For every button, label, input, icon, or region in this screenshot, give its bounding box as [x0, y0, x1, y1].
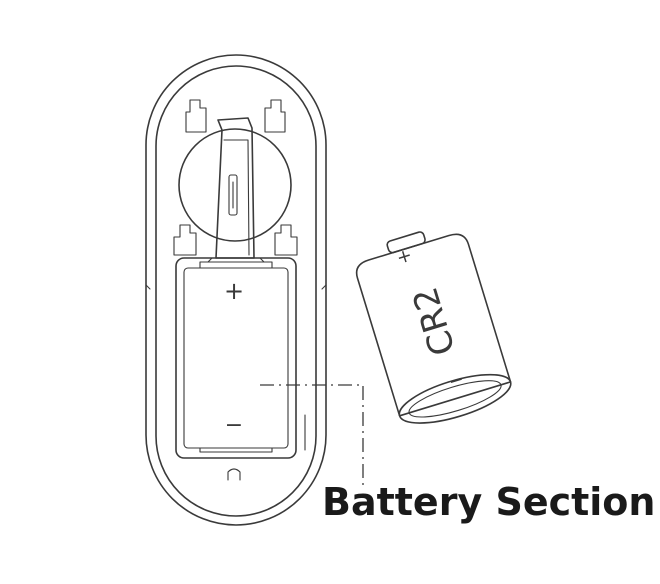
battery-section-label: Battery Section — [322, 480, 656, 524]
battery-compartment — [175, 257, 297, 459]
cr2-battery — [355, 231, 512, 424]
callout-leader-line — [260, 384, 364, 486]
battery-cover-disc — [178, 128, 292, 242]
compartment-minus-mark: − — [225, 413, 243, 438]
battery-label: CR2 — [405, 282, 463, 360]
battery-minus-mark: − — [446, 368, 467, 392]
bottom-notch-mark — [227, 468, 241, 481]
latch-tab — [215, 117, 255, 259]
compartment-plus-mark: + — [224, 277, 244, 305]
device-housing — [145, 54, 327, 526]
mounting-clips — [173, 99, 298, 256]
battery-plus-mark: + — [394, 244, 415, 268]
